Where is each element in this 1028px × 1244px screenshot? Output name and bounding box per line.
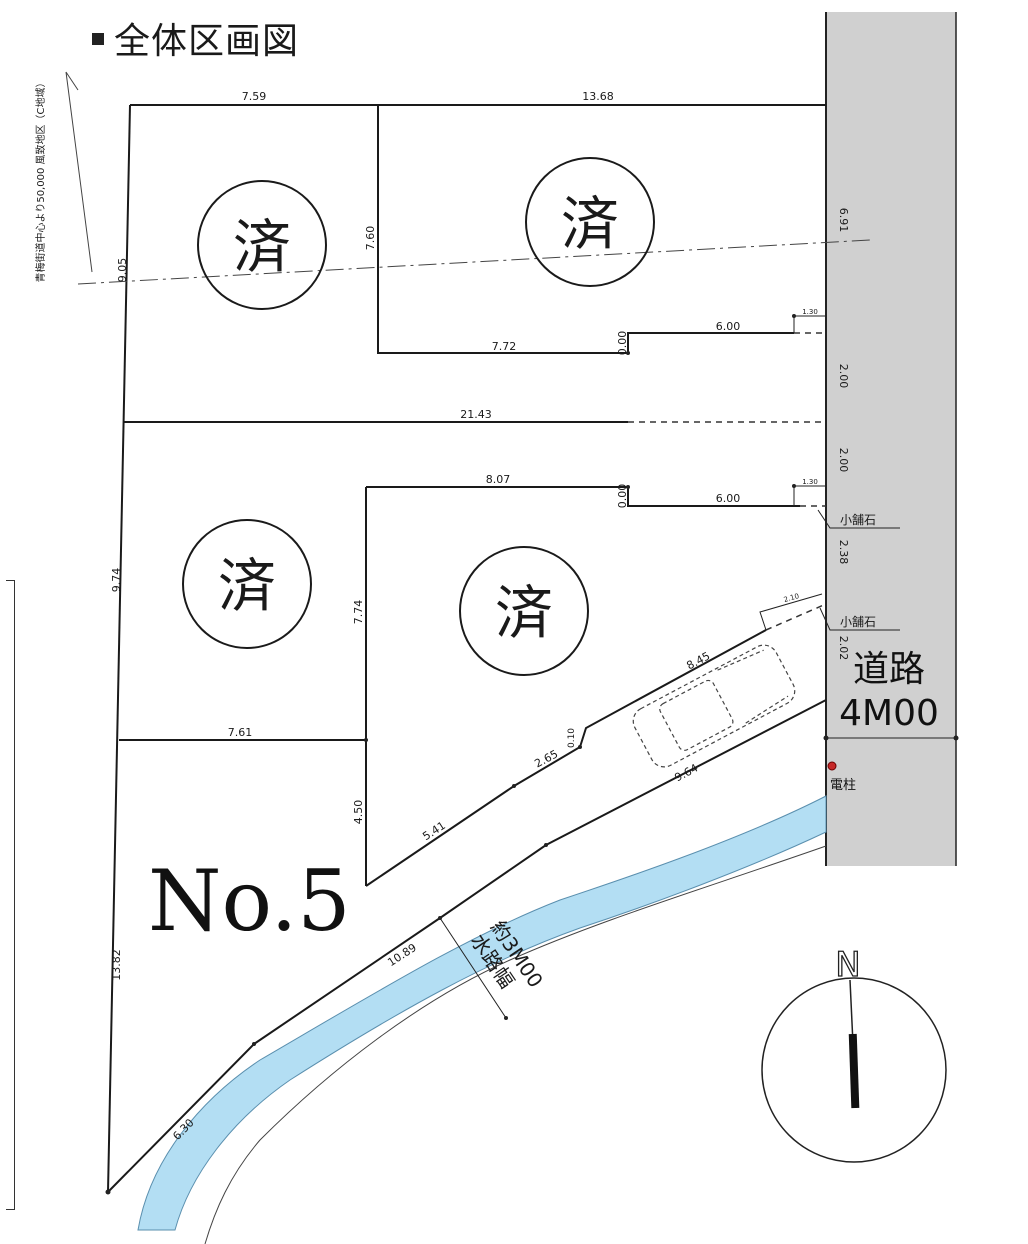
sold-mark: 済 [233,213,291,281]
survey-point [105,1189,111,1195]
zone-boundary-line [77,239,871,285]
dim-inner-vertical: 7.60 [364,226,377,251]
survey-point [544,843,548,847]
compass-circle [761,977,947,1163]
dim-top-right: 13.68 [582,90,614,103]
dim-top-left: 7.59 [242,90,267,103]
road-width: 4M00 [839,693,939,734]
small-offset-mark [793,485,826,506]
dim-right: 2.02 [837,636,850,661]
dim-small: 1.30 [802,308,818,316]
sold-stamp-circle [459,546,589,676]
zone-leader-line [65,71,93,273]
waterway-width-line [439,917,507,1019]
zone-note: 青梅街道中心より50,000 風致地区（C地域） [34,78,47,283]
sold-mark: 済 [218,552,276,620]
dim-left-upper: 9.05 [116,258,129,283]
road-name: 道路 [852,649,925,690]
road-width-tick [823,735,829,741]
dim-lot-c-top: 7.61 [228,726,253,739]
survey-point [792,484,796,488]
small-offset-mark [759,593,823,631]
dim-right: 2.00 [837,364,850,389]
curb-stone-label: 小舗石 [840,615,876,629]
road-width-tick [953,735,959,741]
dim-small: 1.30 [802,478,818,486]
lot-number-label: No.5 [148,852,351,950]
car-icon [632,644,796,768]
dim-lot-b-left: 7.74 [352,600,365,625]
dim-segment: 9.64 [672,761,700,784]
waterway-edge-line [204,845,827,1244]
dim-small: 2.10 [783,592,800,604]
survey-point [578,745,582,749]
dim-step: 0.10 [567,728,577,748]
sold-stamp-circle [197,180,327,310]
dim-vertical: 4.50 [352,800,365,825]
lot-b-top-boundary [366,486,800,507]
dim-left-lower: 13.82 [110,949,123,981]
survey-point [792,314,796,318]
dim-lot-b-top: 8.07 [486,473,511,486]
driveway-upper-edge [365,629,767,887]
sold-mark: 済 [561,190,619,258]
road-label: 道路 4M00 [830,648,948,736]
utility-pole-label: 電柱 [830,778,857,793]
dim-right: 2.38 [837,540,850,565]
survey-point [252,1042,256,1046]
dim-middle-line: 21.43 [460,408,492,421]
lot-boundary-left [107,104,131,1193]
dim-inner-bottom: 7.72 [492,340,517,353]
sold-stamp-circle [182,519,312,649]
survey-point [626,485,630,489]
survey-point [626,351,630,355]
compass-needle-icon [848,1033,860,1109]
compass-north-label: N [835,945,860,985]
road-area [826,12,956,866]
dim-right: 2.00 [837,448,850,473]
square-bullet-icon [92,33,104,45]
dim-diagonal: 8.45 [684,649,712,672]
dim-drive: 6.00 [716,492,741,505]
sold-mark: 済 [495,579,553,647]
waterway-channel [137,795,827,1231]
curb-leader [817,509,900,529]
dim-left-middle: 9.74 [110,568,123,593]
utility-pole-icon [827,761,837,771]
dim-right-upper: 6.91 [837,208,850,233]
page-title: 全体区画図 [92,12,299,64]
curb-leader [819,607,900,631]
title-text: 全体区画図 [114,21,300,62]
survey-point [512,784,516,788]
small-offset-mark [793,315,826,333]
dim-step: 0.00 [616,484,629,509]
curb-stone-label: 小舗石 [840,513,876,527]
sold-stamp-circle [525,157,655,287]
dim-segment: 10.89 [385,941,418,969]
left-frame-border [6,580,15,1210]
survey-point [364,738,368,742]
dim-drive: 6.00 [716,320,741,333]
dim-step: 0.00 [616,331,629,356]
